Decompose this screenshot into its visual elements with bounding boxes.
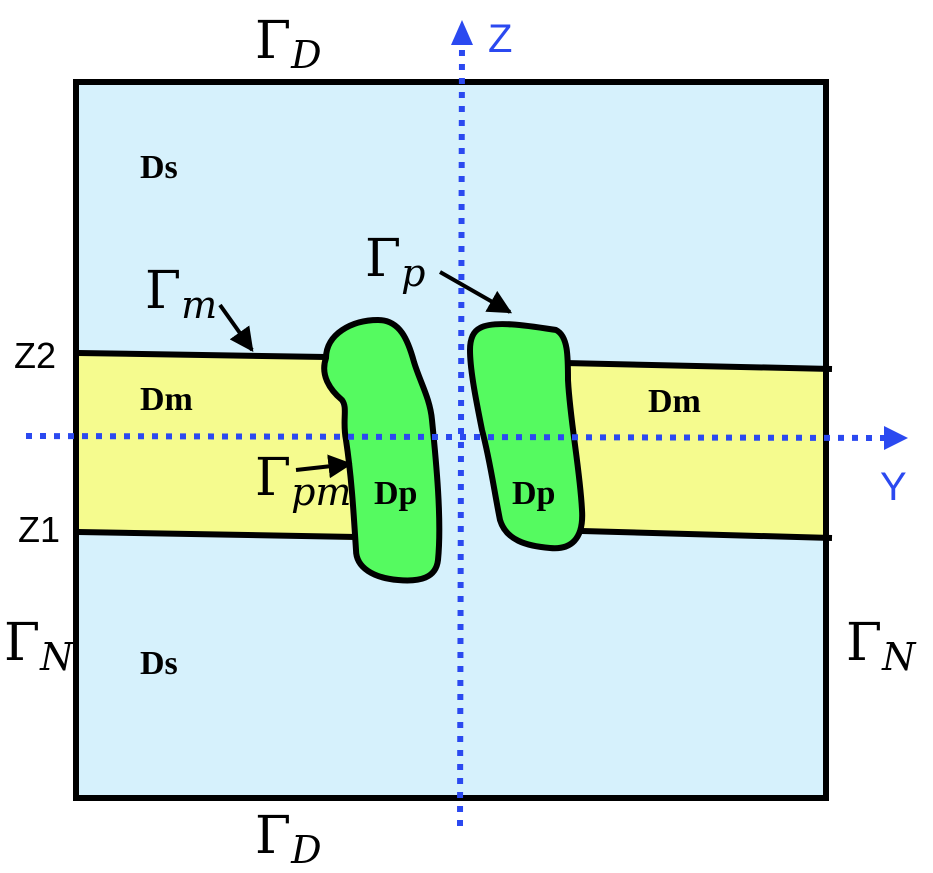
- boundary-left-label: ΓN: [4, 613, 75, 679]
- protein-boundary-pointer-arrow: [439, 270, 513, 314]
- region-ds-top: Ds: [140, 149, 178, 186]
- membrane-boundary-pointer-arrow: [218, 303, 254, 352]
- membrane-upper-boundary-right: [564, 360, 833, 372]
- protein-left: [321, 316, 443, 584]
- y-axis-arrowhead: [884, 426, 908, 450]
- membrane-band-left: [78, 353, 352, 540]
- y-axis: [25, 433, 886, 441]
- membrane-lower-boundary-right: [581, 528, 833, 541]
- boundary-protein-membrane-label: Γpm: [255, 448, 351, 514]
- y-axis-label: Y: [880, 465, 907, 509]
- membrane-lower-boundary-left: [77, 529, 357, 540]
- region-dm-left: Dm: [140, 381, 193, 418]
- protein-membrane-boundary-pointer-arrow: [295, 454, 353, 479]
- z1-level-label: Z1: [18, 509, 60, 550]
- z-axis-arrowhead: [451, 20, 473, 45]
- boundary-bottom-label: ΓD: [255, 806, 322, 872]
- boundary-top-label: ΓD: [255, 11, 322, 77]
- z-axis-label: Z: [488, 17, 512, 61]
- membrane-upper-boundary-left: [77, 350, 327, 360]
- z2-level-label: Z2: [14, 335, 56, 376]
- region-ds-bottom: Ds: [140, 645, 178, 682]
- membrane-band-right: [568, 363, 828, 538]
- region-dp-right: Dp: [512, 475, 555, 512]
- protein-right: [466, 321, 586, 552]
- z-axis: [457, 41, 465, 827]
- region-dp-left: Dp: [374, 475, 417, 512]
- boundary-right-label: ΓN: [846, 613, 917, 679]
- boundary-membrane-label: Γm: [145, 261, 217, 327]
- boundary-protein-label: Γp: [365, 229, 425, 295]
- region-dm-right: Dm: [648, 383, 701, 420]
